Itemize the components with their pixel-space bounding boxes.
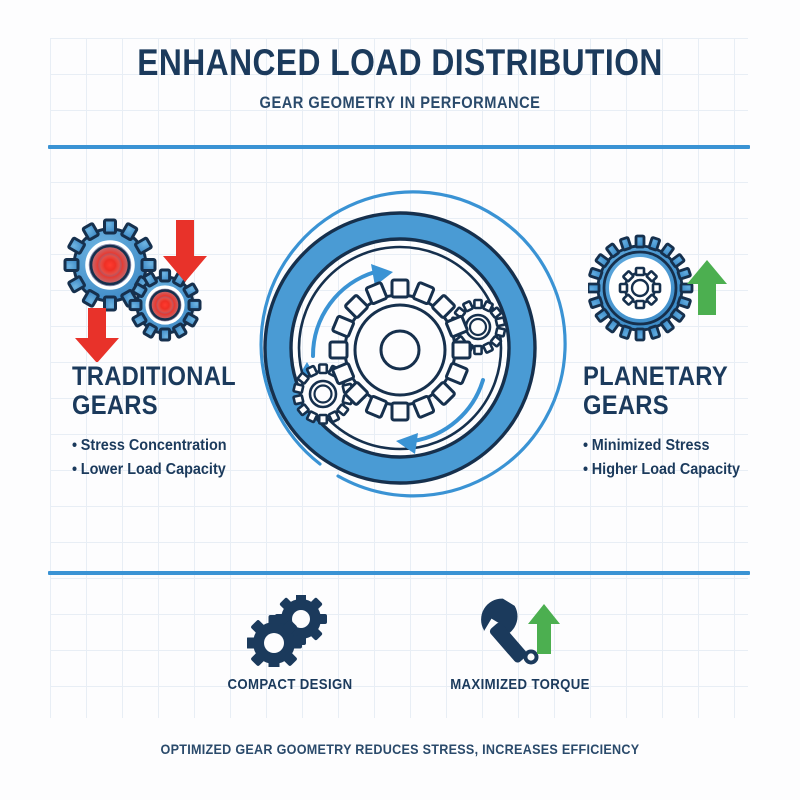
inner-rotation-arrow-bottom: [411, 378, 485, 443]
footer-tagline: OPTIMIZED GEAR GOOMETRY REDUCES STRESS, …: [160, 741, 640, 757]
feature-compact-design: COMPACT DESIGN: [195, 592, 385, 693]
divider-bottom: [48, 571, 750, 575]
list-item: •Minimized Stress: [583, 434, 740, 458]
bullet-text: Lower Load Capacity: [80, 461, 226, 479]
feature-label: MAXIMIZED TORQUE: [450, 676, 590, 693]
traditional-gear-large: [63, 218, 157, 312]
panel-planetary-gears: PLANETARY GEARS •Minimized Stress •Highe…: [583, 361, 752, 482]
bullet-text: Stress Concentration: [80, 437, 227, 455]
ring-inner-outline: [289, 237, 511, 459]
page-subtitle: GEAR GEOMETRY IN PERFORMANCE: [259, 92, 541, 112]
wrench-up-arrow-icon: [425, 592, 615, 670]
traditional-gear-illustration: [58, 212, 228, 367]
load-arrow-down-top: [163, 220, 207, 282]
header-block: ENHANCED LOAD DISTRIBUTION GEAR GEOMETRY…: [0, 42, 800, 113]
load-arrow-down-bottom: [75, 308, 119, 363]
panel-right-bullets: •Minimized Stress •Higher Load Capacity: [583, 434, 740, 482]
inner-arrowhead-top: [371, 264, 393, 286]
ring-gear-band: [265, 213, 535, 483]
traditional-gear-small: [128, 268, 202, 342]
ring-outer-outline: [263, 211, 537, 485]
feature-label: COMPACT DESIGN: [227, 676, 353, 693]
panel-left-bullets: •Stress Concentration •Lower Load Capaci…: [72, 434, 245, 482]
planetary-ring-illustration: [586, 232, 743, 352]
bullet-dot-icon: •: [72, 461, 78, 479]
wrench-icon: [481, 598, 539, 665]
bullet-dot-icon: •: [583, 461, 589, 479]
outer-rotation-arrow: [259, 190, 567, 498]
inner-rotation-arrow-top: [310, 270, 377, 358]
panel-right-heading-line2: GEARS: [583, 390, 669, 421]
list-item: •Higher Load Capacity: [583, 458, 740, 482]
bullet-text: Minimized Stress: [591, 437, 710, 455]
list-item: •Stress Concentration: [72, 434, 245, 458]
panel-right-heading-line1: PLANETARY: [583, 361, 728, 391]
panel-traditional-gears: TRADITIONAL GEARS •Stress Concentration …: [72, 361, 258, 482]
bullet-dot-icon: •: [72, 437, 78, 455]
panel-right-heading: PLANETARY GEARS: [583, 361, 732, 421]
list-item: •Lower Load Capacity: [72, 458, 245, 482]
bullet-dot-icon: •: [583, 437, 589, 455]
feature-maximized-torque: MAXIMIZED TORQUE: [425, 592, 615, 693]
divider-top: [48, 145, 750, 149]
sun-gear: [328, 278, 472, 422]
inner-arrowhead-bottom: [396, 433, 418, 454]
double-gear-icon: [195, 592, 385, 670]
panel-left-heading-line1: TRADITIONAL: [72, 361, 236, 391]
bullet-text: Higher Load Capacity: [591, 461, 740, 479]
ring-inner-track: [297, 245, 503, 451]
torque-arrow-up-icon: [528, 604, 560, 654]
planetary-gear-assembly: [228, 188, 572, 511]
panel-left-heading: TRADITIONAL GEARS: [72, 361, 236, 421]
performance-arrow-up: [687, 260, 727, 315]
panel-left-heading-line2: GEARS: [72, 390, 158, 421]
page-title: ENHANCED LOAD DISTRIBUTION: [137, 42, 663, 83]
ring-gear-outer: [586, 234, 694, 342]
